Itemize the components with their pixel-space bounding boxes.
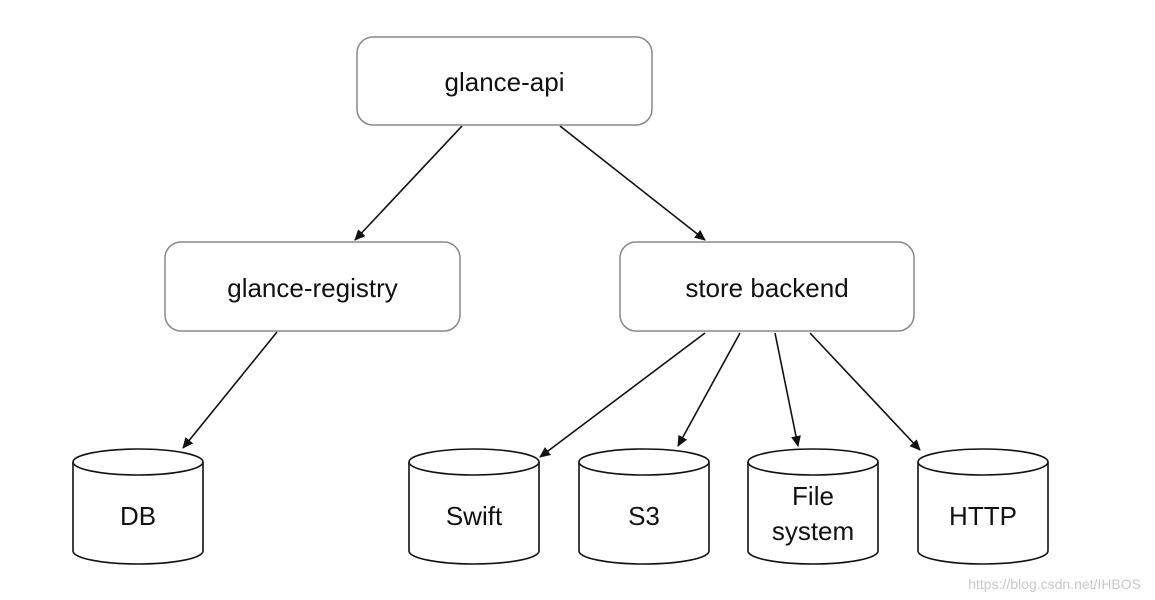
s3-label: S3 (628, 501, 660, 531)
watermark: https://blog.csdn.net/IHBOS (968, 576, 1141, 592)
edge-registry-to-db (182, 331, 278, 449)
s3-cylinder (578, 448, 710, 565)
glance-registry-label: glance-registry (227, 273, 398, 303)
edge-api-to-registry (354, 125, 463, 241)
filesystem-label-line2: system (772, 516, 854, 546)
edge-store-to-http (809, 332, 921, 451)
db-label: DB (120, 501, 156, 531)
edge-store-to-s3 (677, 332, 741, 447)
filesystem-cylinder (747, 448, 879, 565)
http-cylinder (917, 448, 1049, 565)
store-backend-node: store backend (619, 241, 915, 332)
db-cylinder (72, 448, 204, 565)
http-label: HTTP (949, 501, 1017, 531)
edge-api-to-store (559, 125, 706, 241)
glance-api-node: glance-api (356, 36, 653, 126)
swift-cylinder (408, 448, 540, 565)
glance-registry-node: glance-registry (164, 241, 461, 332)
glance-api-label: glance-api (445, 67, 565, 97)
swift-label: Swift (446, 501, 503, 531)
filesystem-label-line1: File (792, 481, 834, 511)
edge-store-to-swift (539, 332, 706, 458)
edge-store-to-filesystem (774, 332, 801, 447)
store-backend-label: store backend (685, 273, 848, 303)
